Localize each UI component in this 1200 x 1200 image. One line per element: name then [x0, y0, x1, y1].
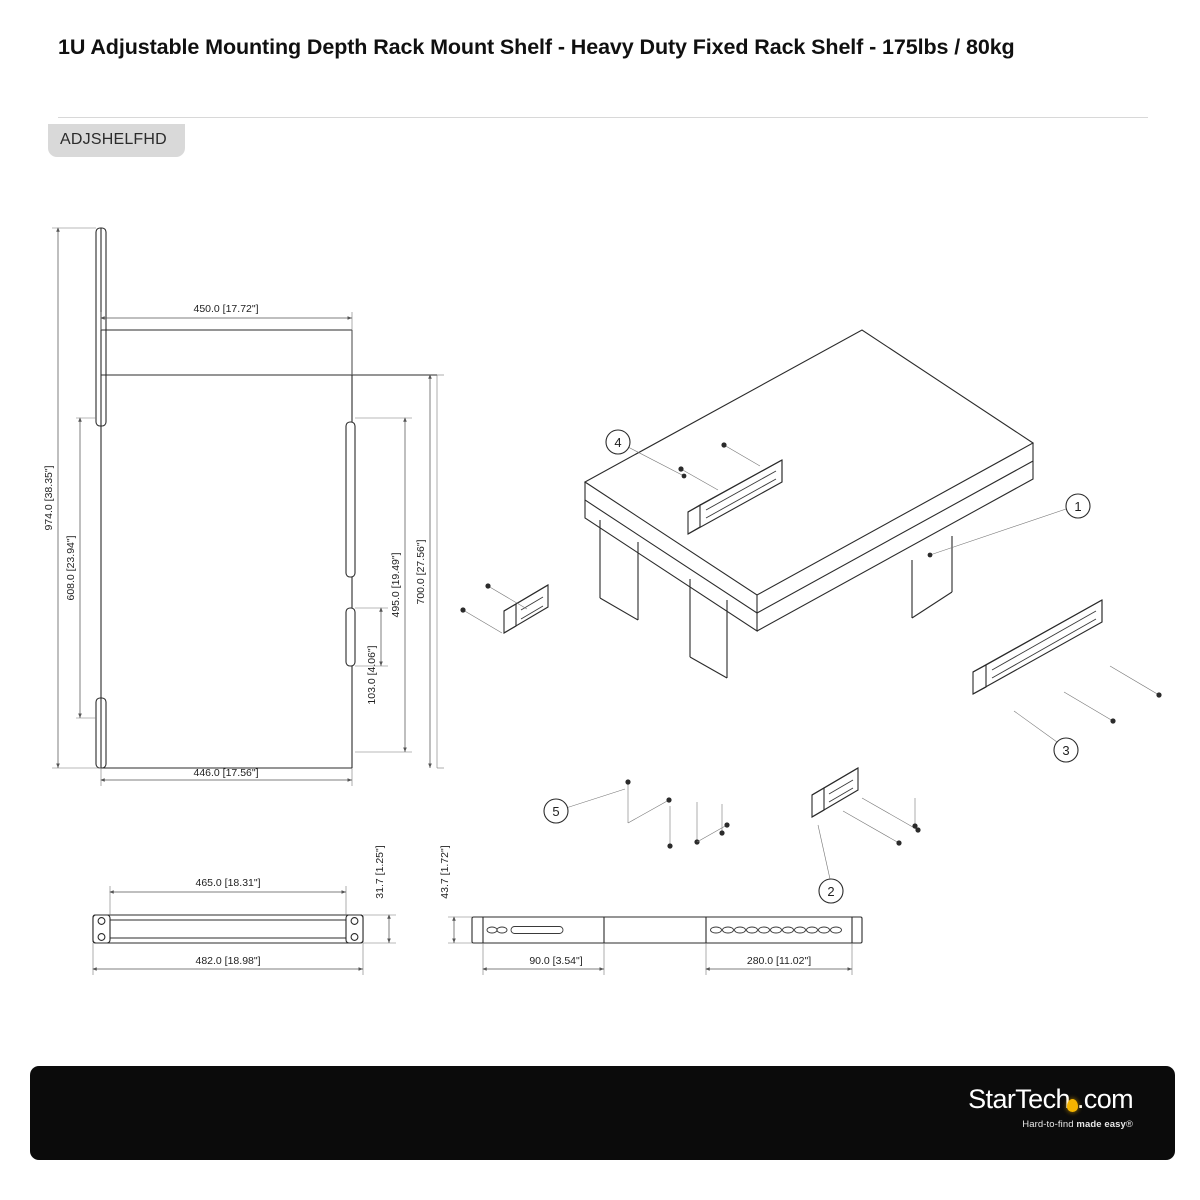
header-divider — [58, 117, 1148, 118]
drawing-canvas: .ln { stroke:#2b2b2b; stroke-width:1.1; … — [43, 227, 1162, 975]
mounting-rail-right — [972, 599, 1103, 695]
side-shelf-plate — [101, 329, 437, 376]
mounting-rail-rear — [687, 459, 783, 535]
logo-text-dotcom: .com — [1076, 1084, 1134, 1114]
dim-rail-outer-width: 482.0 [18.98"] — [92, 943, 364, 975]
bracket-left-screws — [460, 583, 528, 634]
dim-top-depth: 450.0 [17.72"] — [100, 303, 353, 375]
dim-bracket-height: 43.7 [1.72"] — [439, 845, 472, 944]
callout-4: 4 — [605, 429, 687, 479]
screws-group-5 — [625, 779, 918, 849]
callout-3-label: 3 — [1062, 743, 1069, 758]
callout-4-label: 4 — [614, 435, 621, 450]
dim-label-bottom-depth: 446.0 [17.56"] — [193, 767, 258, 779]
logo-tagline: Hard-to-find made easy® — [968, 1120, 1133, 1130]
bracket-bottom — [811, 767, 859, 818]
dim-rail-height: 31.7 [1.25"] — [363, 845, 396, 944]
dim-label-rail-height: 31.7 [1.25"] — [374, 845, 386, 898]
side-rear-members — [101, 375, 356, 769]
callout-5-label: 5 — [552, 804, 559, 819]
page-footer: StarTech.com Hard-to-find made easy® — [30, 1066, 1175, 1160]
logo-wordmark: StarTech.com — [968, 1086, 1133, 1113]
dim-label-lower-slot: 103.0 [4.06"] — [366, 645, 378, 704]
dim-label-inner-height: 608.0 [23.94"] — [65, 535, 77, 600]
dim-label-rail-outer-width: 482.0 [18.98"] — [195, 955, 260, 967]
rail-rear-screws — [678, 442, 761, 491]
dim-inner-height: 608.0 [23.94"] — [65, 417, 96, 719]
shelf-plate — [583, 329, 1035, 679]
exploded-isometric-view: 1 2 3 4 5 — [460, 329, 1162, 904]
startech-logo: StarTech.com Hard-to-find made easy® — [968, 1086, 1133, 1130]
side-elevation-view: 450.0 [17.72"] 974.0 [38.35"] 608.0 [23.… — [43, 227, 444, 786]
dim-label-slot-span: 495.0 [19.49"] — [390, 552, 402, 617]
logo-dot-icon — [1066, 1099, 1078, 1112]
dim-bracket-length: 280.0 [11.02"] — [705, 943, 853, 975]
sku-badge: ADJSHELFHD — [48, 124, 185, 157]
dim-label-overall-height: 974.0 [38.35"] — [43, 465, 55, 530]
side-front-post — [95, 227, 107, 769]
dim-label-rail-inner-width: 465.0 [18.31"] — [195, 877, 260, 889]
dim-rail-inner-width: 465.0 [18.31"] — [109, 877, 347, 915]
callout-3: 3 — [1013, 710, 1079, 763]
tagline-part-2: made easy — [1076, 1119, 1126, 1130]
dim-overall-height: 974.0 [38.35"] — [43, 227, 101, 769]
tagline-part-1: Hard-to-find — [1022, 1119, 1077, 1130]
callout-2-label: 2 — [827, 884, 834, 899]
tagline-part-3: ® — [1125, 1119, 1133, 1130]
callout-5: 5 — [543, 788, 626, 824]
dim-bracket-slot: 90.0 [3.54"] — [482, 943, 605, 975]
rail-right-screws — [1063, 665, 1162, 724]
dim-label-bracket-slot: 90.0 [3.54"] — [529, 955, 582, 967]
callout-1-label: 1 — [1074, 499, 1081, 514]
front-rail-view: 465.0 [18.31"] 482.0 [18.98"] 31.7 [1.25… — [92, 845, 396, 975]
dim-bottom-depth: 446.0 [17.56"] — [100, 767, 353, 786]
technical-drawing: .ln { stroke:#2b2b2b; stroke-width:1.1; … — [0, 170, 1200, 1040]
dim-slot-span: 495.0 [19.49"] — [355, 417, 412, 753]
bracket-bottom-screws — [842, 797, 921, 846]
callout-2: 2 — [817, 824, 844, 904]
page-title: 1U Adjustable Mounting Depth Rack Mount … — [58, 35, 1015, 59]
bracket-view: 43.7 [1.72"] 90.0 [3.54"] 280.0 [11.02"] — [439, 845, 863, 975]
bracket-perforations-left — [486, 926, 508, 934]
dim-label-bracket-length: 280.0 [11.02"] — [747, 955, 811, 967]
dim-lower-slot: 103.0 [4.06"] — [355, 607, 388, 705]
dim-label-bracket-height: 43.7 [1.72"] — [439, 845, 451, 898]
bracket-perforations-right — [710, 926, 842, 934]
dim-label-top-depth: 450.0 [17.72"] — [193, 303, 258, 315]
logo-text-startech: StarTech — [968, 1084, 1070, 1114]
bracket-left-upper — [503, 584, 549, 634]
callout-1: 1 — [927, 493, 1091, 558]
dim-rail-span: 700.0 [27.56"] — [415, 374, 444, 769]
dim-label-rail-span: 700.0 [27.56"] — [415, 539, 427, 604]
